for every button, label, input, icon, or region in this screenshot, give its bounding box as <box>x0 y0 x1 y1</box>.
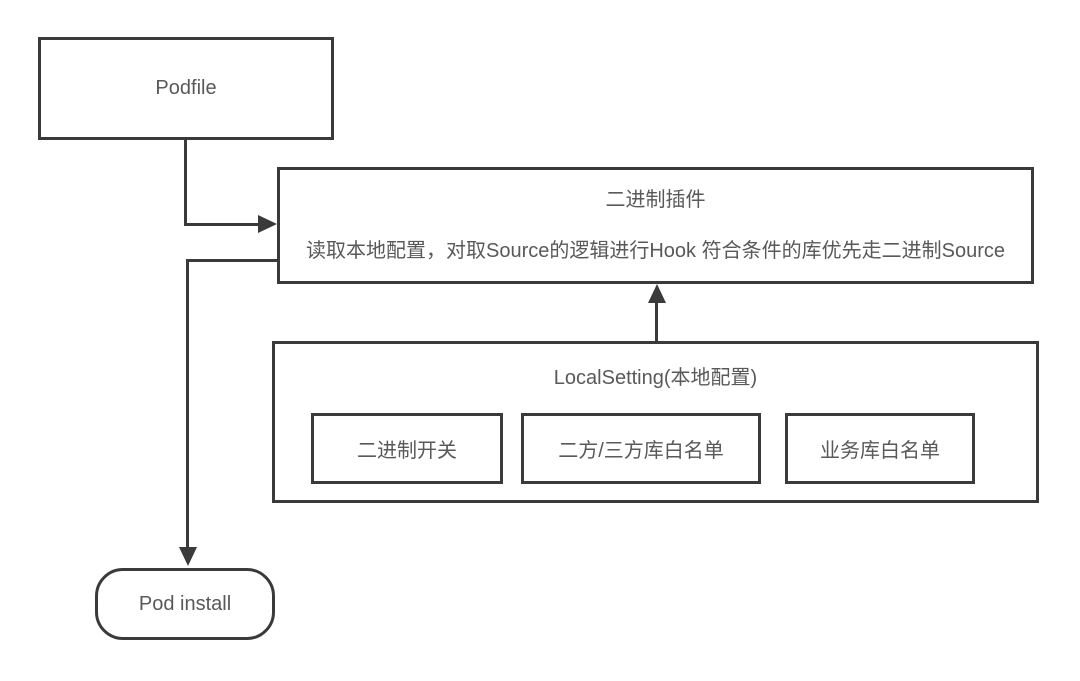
arrowhead-right-icon <box>258 215 277 233</box>
binary-switch-node: 二进制开关 <box>311 413 503 484</box>
binary-switch-label: 二进制开关 <box>357 440 457 462</box>
business-whitelist-label: 业务库白名单 <box>820 440 940 462</box>
arrowhead-down-icon <box>179 547 197 566</box>
local-setting-node: LocalSetting(本地配置) 二进制开关 二方/三方库白名单 业务库白名… <box>272 341 1039 503</box>
pod-install-node: Pod install <box>95 568 275 640</box>
arrowhead-up-icon <box>648 284 666 303</box>
podfile-node: Podfile <box>38 37 334 140</box>
connector-podfile-to-binary-plugin-vertical <box>184 140 187 226</box>
connector-binary-plugin-to-pod-install-vertical <box>186 259 189 548</box>
binary-plugin-description: 读取本地配置，对取Source的逻辑进行Hook 符合条件的库优先走二进制Sou… <box>306 240 1005 262</box>
connector-binary-plugin-to-pod-install-horizontal <box>186 259 277 262</box>
binary-plugin-title: 二进制插件 <box>605 189 706 211</box>
second-third-party-whitelist-node: 二方/三方库白名单 <box>521 413 761 484</box>
connector-local-setting-to-binary-plugin <box>655 301 658 341</box>
podfile-label: Podfile <box>155 77 217 99</box>
connector-podfile-to-binary-plugin-horizontal <box>184 223 260 226</box>
pod-install-label: Pod install <box>138 592 232 615</box>
binary-plugin-node: 二进制插件 读取本地配置，对取Source的逻辑进行Hook 符合条件的库优先走… <box>277 167 1034 284</box>
business-whitelist-node: 业务库白名单 <box>785 413 975 484</box>
second-third-party-whitelist-label: 二方/三方库白名单 <box>558 440 724 462</box>
local-setting-title: LocalSetting(本地配置) <box>553 367 758 389</box>
